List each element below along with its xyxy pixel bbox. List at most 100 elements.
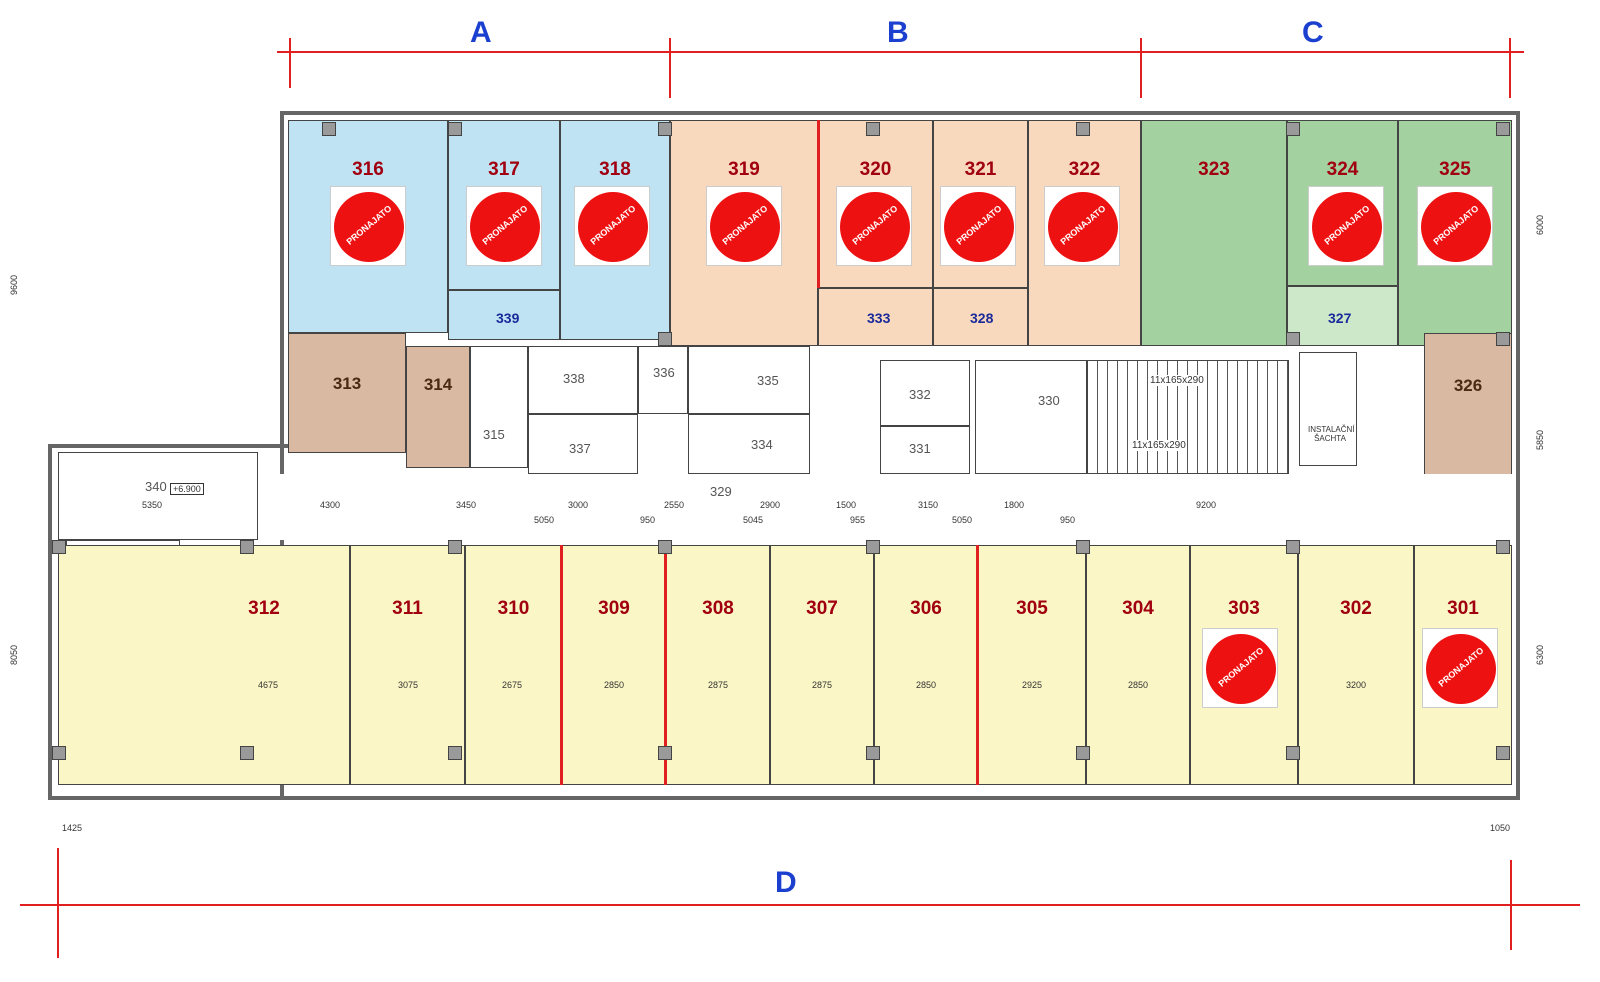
dimension-label: 2925 — [1022, 680, 1043, 690]
room-331[interactable]: 331 — [880, 426, 970, 474]
room-328[interactable]: 328 — [933, 288, 1028, 346]
room-number: 336 — [653, 365, 675, 380]
partition-line — [664, 545, 667, 785]
dimension-label: 2900 — [760, 500, 781, 510]
installation-shaft-label: INSTALAČNÍ ŠACHTA — [1308, 425, 1355, 443]
room-number: 314 — [423, 375, 453, 394]
rented-stamp-317: PRONAJATO — [466, 186, 542, 266]
column — [1496, 746, 1510, 760]
room-314[interactable]: 314 — [406, 346, 470, 468]
room-306[interactable]: 306 — [874, 545, 978, 785]
dimension-label: 2875 — [812, 680, 833, 690]
room-number: 313 — [332, 374, 362, 393]
room-number: 301 — [1447, 598, 1479, 619]
room-340[interactable]: 340 — [58, 452, 258, 540]
room-number: 340 — [145, 479, 167, 494]
room-323[interactable]: 323 — [1141, 120, 1287, 346]
dimension-label: 2550 — [664, 500, 685, 510]
room-311[interactable]: 311 — [350, 545, 465, 785]
dimension-label: 6300 — [1535, 644, 1546, 666]
room-number: 302 — [1340, 598, 1372, 619]
room-number: 326 — [1453, 376, 1483, 395]
dimension-label: 3200 — [1346, 680, 1367, 690]
zone-line-top — [277, 51, 1524, 53]
dimension-label: 9200 — [1196, 500, 1217, 510]
room-313[interactable]: 313 — [288, 333, 406, 453]
room-333[interactable]: 333 — [818, 288, 933, 346]
dimension-label: 5350 — [142, 500, 163, 510]
room-308[interactable]: 308 — [666, 545, 770, 785]
room-312[interactable]: 312 — [58, 545, 350, 785]
rented-stamp-316: PRONAJATO — [330, 186, 406, 266]
column — [658, 332, 672, 346]
room-302[interactable]: 302 — [1298, 545, 1414, 785]
column — [866, 746, 880, 760]
dimension-label: 2850 — [1128, 680, 1149, 690]
room-338[interactable]: 338 — [528, 346, 638, 414]
dimension-label: 1050 — [1490, 823, 1511, 833]
room-number: 316 — [352, 159, 384, 180]
room-336[interactable]: 336 — [638, 346, 688, 414]
column — [658, 746, 672, 760]
room-330[interactable]: 330 — [975, 360, 1087, 474]
zone-label-a: A — [470, 16, 492, 49]
partition-line — [976, 545, 979, 785]
room-337[interactable]: 337 — [528, 414, 638, 474]
column — [448, 746, 462, 760]
room-332[interactable]: 332 — [880, 360, 970, 426]
dimension-label: 3150 — [918, 500, 939, 510]
dimension-label: 4300 — [320, 500, 341, 510]
rented-stamp-circle — [1421, 192, 1491, 262]
room-329[interactable]: 329 — [258, 474, 1512, 540]
room-327[interactable]: 327 — [1287, 286, 1398, 346]
room-number: 304 — [1122, 598, 1154, 619]
rented-stamp-circle — [1312, 192, 1382, 262]
room-315[interactable]: 315 — [470, 346, 528, 468]
room-number: 321 — [964, 159, 997, 180]
dimension-label: 9600 — [9, 274, 20, 296]
rented-stamp-319: PRONAJATO — [706, 186, 782, 266]
room-number: 328 — [970, 310, 994, 326]
room-334[interactable]: 334 — [688, 414, 810, 474]
column — [866, 122, 880, 136]
room-326[interactable]: 326 — [1424, 333, 1512, 483]
dimension-label: 3450 — [456, 500, 477, 510]
dimension-label: 2850 — [604, 680, 625, 690]
zone-label-d: D — [775, 866, 797, 899]
room-304[interactable]: 304 — [1086, 545, 1190, 785]
rented-stamp-325: PRONAJATO — [1417, 186, 1493, 266]
room-number: 312 — [248, 598, 280, 619]
rented-stamp-circle — [840, 192, 910, 262]
room-335[interactable]: 335 — [688, 346, 810, 414]
room-310[interactable]: 310 — [465, 545, 562, 785]
room-number: 327 — [1328, 310, 1352, 326]
column — [448, 540, 462, 554]
dimension-label: 2850 — [916, 680, 937, 690]
rented-stamp-324: PRONAJATO — [1308, 186, 1384, 266]
room-number: 308 — [702, 598, 734, 619]
room-number: 310 — [497, 598, 530, 619]
partition-line — [560, 545, 563, 785]
column — [322, 122, 336, 136]
stairs-label-1: 11x165x290 — [1150, 375, 1204, 386]
column — [1286, 122, 1300, 136]
column — [1076, 540, 1090, 554]
room-309[interactable]: 309 — [562, 545, 666, 785]
room-305[interactable]: 305 — [978, 545, 1086, 785]
dimension-label: 2875 — [708, 680, 729, 690]
rented-stamp-320: PRONAJATO — [836, 186, 912, 266]
room-number: 338 — [563, 371, 585, 386]
room-number: 334 — [751, 437, 773, 452]
dimension-label: 8050 — [9, 644, 20, 666]
column — [448, 122, 462, 136]
column — [240, 540, 254, 554]
dimension-label: 5850 — [1535, 429, 1546, 451]
column — [1286, 746, 1300, 760]
zone-tick-2 — [669, 38, 671, 98]
room-339[interactable]: 339 — [448, 290, 560, 340]
dimension-label: 5045 — [743, 515, 764, 525]
zone-tick-3 — [1140, 38, 1142, 98]
room-307[interactable]: 307 — [770, 545, 874, 785]
room-number: 311 — [392, 598, 423, 619]
